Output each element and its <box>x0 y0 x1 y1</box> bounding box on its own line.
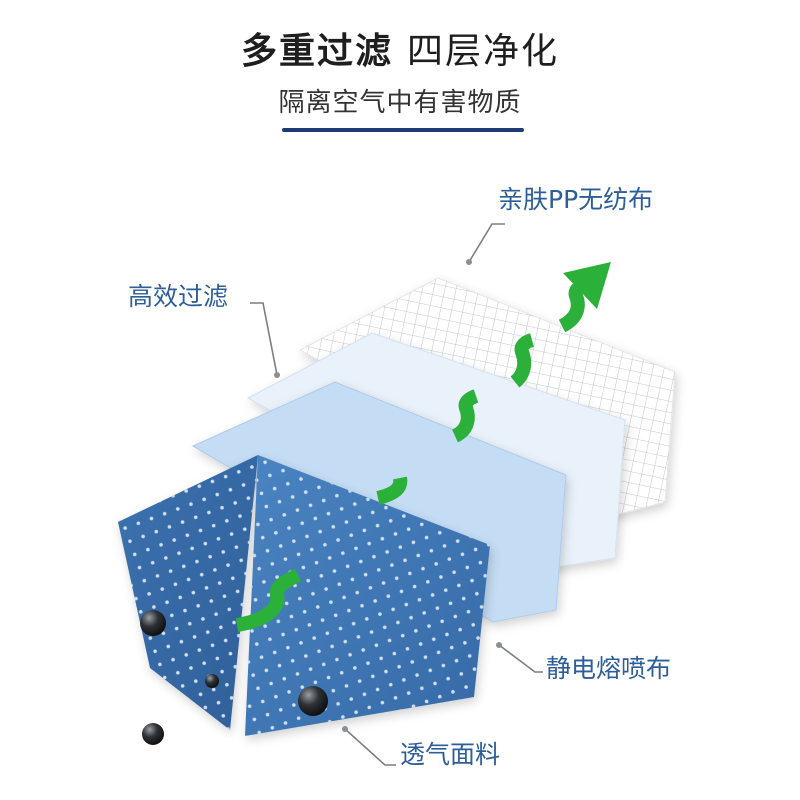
page-title: 多重过滤四层净化 <box>0 22 800 74</box>
arrow-head-icon <box>563 262 611 309</box>
callout-dot <box>496 642 502 648</box>
title-underline <box>282 128 524 132</box>
callout-dot <box>342 726 348 732</box>
callout-lines <box>250 223 543 766</box>
airflow-arrows <box>235 277 589 632</box>
title-part-1: 多重过滤 <box>240 31 393 72</box>
label-breathable-fabric: 透气面料 <box>400 740 501 769</box>
callout-fabric <box>344 728 396 766</box>
label-pp-nonwoven: 亲肤PP无纺布 <box>498 185 654 214</box>
callout-dot <box>274 372 280 378</box>
callout-filter <box>250 302 278 376</box>
label-meltblown: 静电熔喷布 <box>546 654 672 683</box>
callout-meltblown <box>498 644 543 673</box>
callout-pp <box>468 223 505 263</box>
pollutant-particles <box>140 610 328 745</box>
particle <box>140 610 166 636</box>
page-subtitle: 隔离空气中有害物质 <box>278 88 522 118</box>
particle <box>205 674 219 688</box>
particle <box>298 686 328 716</box>
particle <box>142 723 164 745</box>
fabric-layer <box>118 455 490 736</box>
callout-dot <box>466 259 472 265</box>
title-part-2: 四层净化 <box>407 31 560 72</box>
label-high-efficiency-filter: 高效过滤 <box>128 282 229 311</box>
